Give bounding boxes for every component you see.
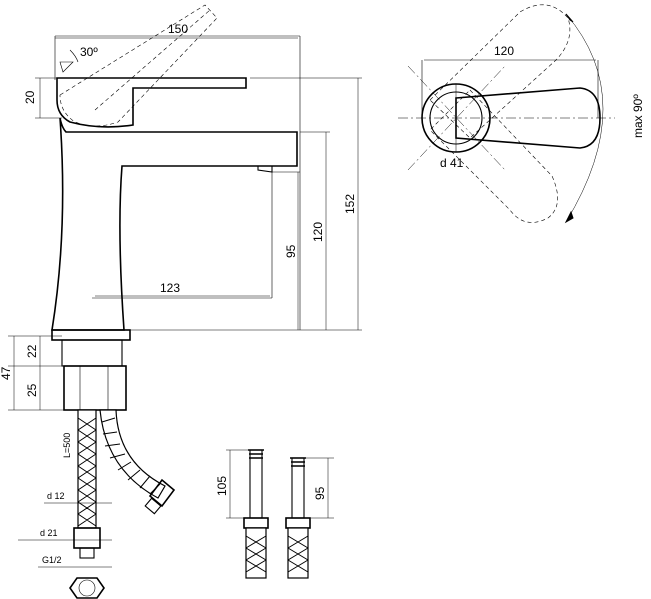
dim-base-lower: 25 xyxy=(25,383,39,397)
stud-left xyxy=(249,449,263,519)
base-shank xyxy=(61,339,123,367)
base-plate xyxy=(51,329,131,341)
dim-outlet-height: 95 xyxy=(284,244,298,258)
stud-left-collar xyxy=(243,517,269,529)
hex-nut-icon xyxy=(69,577,105,599)
rotation-arc xyxy=(565,13,604,223)
dim-base-upper: 22 xyxy=(25,344,39,358)
stud-right-hose xyxy=(287,527,309,579)
hose-length: L=500 xyxy=(62,433,72,458)
hose-d21: d 21 xyxy=(40,528,58,538)
angle-marker xyxy=(59,61,74,73)
aerator xyxy=(257,166,273,173)
top-view: 120 d 41 max 90º xyxy=(398,4,645,224)
dim-total-reach: 150 xyxy=(168,22,188,36)
hose-thread: G1/2 xyxy=(42,555,62,565)
mounting-nut xyxy=(63,365,127,411)
dim-lever-angle: 30º xyxy=(80,45,98,59)
hose-d12: d 12 xyxy=(47,491,65,501)
hose-threaded-end xyxy=(79,547,95,559)
dim-base-total: 47 xyxy=(0,366,13,380)
front-view: 150 30º 20 123 95 120 152 xyxy=(23,4,362,331)
hose-bent xyxy=(99,409,166,499)
dim-lever-length: 120 xyxy=(494,44,514,58)
stud-right xyxy=(291,457,305,519)
hose-nut xyxy=(73,527,101,549)
flexible-hoses: L=500 d 12 d 21 G1/2 xyxy=(18,409,176,599)
hose-fitting-bent xyxy=(148,478,176,508)
dim-rotation: max 90º xyxy=(631,94,645,138)
dim-lever-height: 20 xyxy=(23,90,37,104)
faucet-body xyxy=(51,117,298,331)
lever-raised-outline xyxy=(59,4,218,127)
mounting-base: 47 22 25 xyxy=(0,329,131,411)
lever-handle xyxy=(56,77,247,128)
stud-left-length: 105 xyxy=(215,476,229,496)
stud-left-hose xyxy=(245,527,267,579)
dim-spout-reach: 123 xyxy=(160,281,180,295)
dim-spout-height: 120 xyxy=(311,222,325,242)
lever-rotated-down xyxy=(429,89,558,223)
dim-total-height: 152 xyxy=(343,194,357,214)
connection-studs: 105 95 xyxy=(215,449,334,579)
stud-right-collar xyxy=(285,517,311,529)
lever-rotated-up xyxy=(429,4,571,139)
dim-body-diameter: d 41 xyxy=(440,156,464,170)
stud-right-length: 95 xyxy=(313,486,327,500)
